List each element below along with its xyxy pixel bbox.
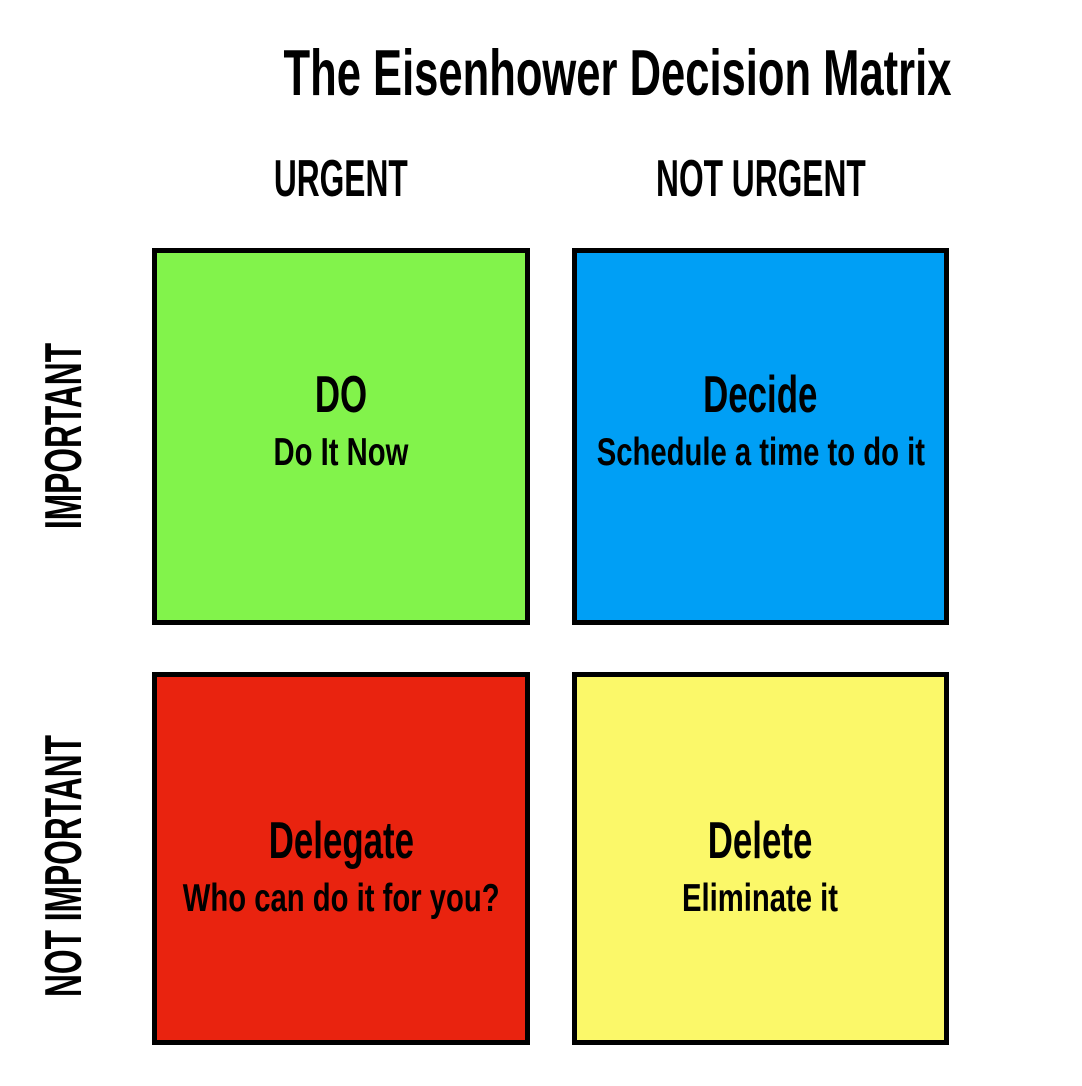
column-header-urgent-label: URGENT — [274, 150, 408, 208]
quadrant-do: DO Do It Now — [152, 248, 530, 625]
quadrant-do-subtitle: Do It Now — [273, 431, 409, 475]
quadrant-decide-content: Decide Schedule a time to do it — [542, 365, 980, 475]
quadrant-decide-subtitle: Schedule a time to do it — [596, 431, 925, 475]
column-header-not-urgent: NOT URGENT — [572, 153, 949, 205]
quadrant-delete-heading: Delete — [708, 811, 813, 870]
quadrant-do-heading: DO — [314, 365, 368, 424]
quadrant-delete-subtitle: Eliminate it — [682, 877, 839, 921]
column-header-not-urgent-label: NOT URGENT — [655, 150, 866, 208]
quadrant-delegate-subtitle: Who can do it for you? — [182, 877, 500, 921]
page-title: The Eisenhower Decision Matrix — [283, 36, 952, 109]
quadrant-delete-content: Delete Eliminate it — [656, 811, 864, 921]
row-label-not-important-text: NOT IMPORTANT — [35, 735, 93, 997]
quadrant-delegate-content: Delegate Who can do it for you? — [130, 811, 552, 921]
quadrant-delete: Delete Eliminate it — [572, 672, 949, 1045]
quadrant-decide-heading: Decide — [703, 365, 818, 424]
quadrant-decide: Decide Schedule a time to do it — [572, 248, 949, 625]
row-label-important-text: IMPORTANT — [35, 342, 93, 530]
quadrant-delegate-heading: Delegate — [268, 811, 414, 870]
column-header-urgent: URGENT — [152, 153, 530, 205]
quadrant-do-content: DO Do It Now — [251, 365, 431, 475]
quadrant-delegate: Delegate Who can do it for you? — [152, 672, 530, 1045]
